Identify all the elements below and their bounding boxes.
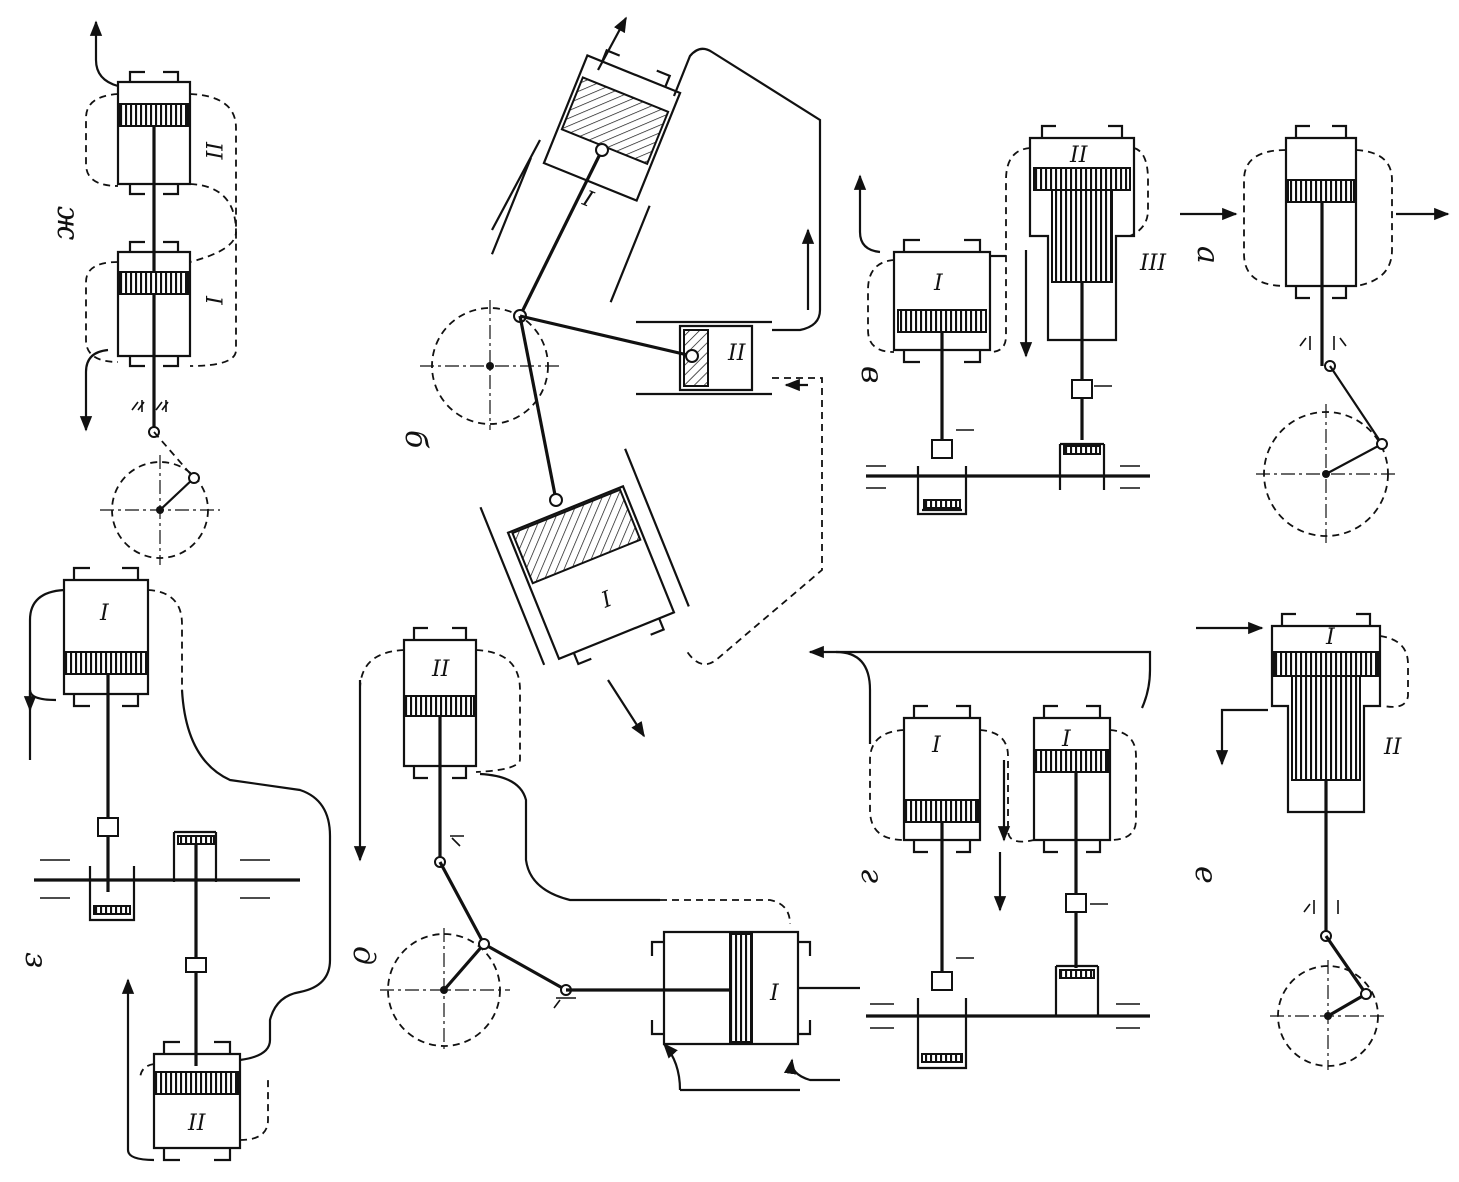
label-g-right-I: I xyxy=(1061,727,1072,752)
variant-zh: II I ж xyxy=(50,20,237,565)
variant-e: I II е xyxy=(1188,612,1409,1070)
cylinder-v-stage1: I xyxy=(892,238,992,364)
label-zh-II: II xyxy=(200,141,225,161)
variant-label-z: з xyxy=(18,952,53,968)
variant-label-v: в xyxy=(854,366,889,383)
variant-label-b: б xyxy=(398,430,433,449)
cylinder-e: I II xyxy=(1270,612,1403,814)
variant-a: а xyxy=(1180,124,1450,544)
variant-label-zh: ж xyxy=(50,206,85,240)
variant-label-d: д xyxy=(346,946,381,965)
label-v-I: I xyxy=(933,271,944,296)
label-d-II: II xyxy=(431,657,451,682)
cylinder-d-stage2: II xyxy=(402,626,478,780)
label-z-I: I xyxy=(99,601,110,626)
variant-label-e: е xyxy=(1188,866,1223,884)
cylinder-v-stage2: II III xyxy=(1028,124,1167,342)
variant-v: I II III в xyxy=(853,124,1167,516)
label-v-II: II xyxy=(1069,143,1089,168)
cylinder-z-stage1: I xyxy=(62,566,150,708)
cylinder-z-stage2: II xyxy=(152,1040,242,1162)
variant-b: I II I б xyxy=(398,16,823,738)
cylinder-b-lower: I xyxy=(479,448,690,666)
cylinder-a xyxy=(1284,124,1358,300)
cylinder-d-stage1: I xyxy=(650,930,860,1046)
label-b-lower-I: I xyxy=(597,586,617,613)
label-d-I: I xyxy=(769,981,780,1006)
variant-z: I II з xyxy=(18,566,332,1162)
label-v-III: III xyxy=(1139,251,1167,276)
cylinder-b-right: II xyxy=(636,320,772,396)
label-b-right-II: II xyxy=(727,341,747,366)
cylinder-zh-stage1 xyxy=(116,240,192,368)
variant-label-a: а xyxy=(1190,246,1225,264)
variant-label-g: г xyxy=(854,868,889,883)
variant-g: I I г xyxy=(808,645,1152,1070)
label-z-II: II xyxy=(187,1111,207,1136)
label-e-I: I xyxy=(1325,625,1336,650)
variant-d: II I д xyxy=(346,626,860,1092)
label-e-II: II xyxy=(1383,735,1403,760)
label-zh-I: I xyxy=(200,295,225,306)
label-g-left-I: I xyxy=(931,733,942,758)
cylinder-g-right: I xyxy=(1032,704,1112,854)
